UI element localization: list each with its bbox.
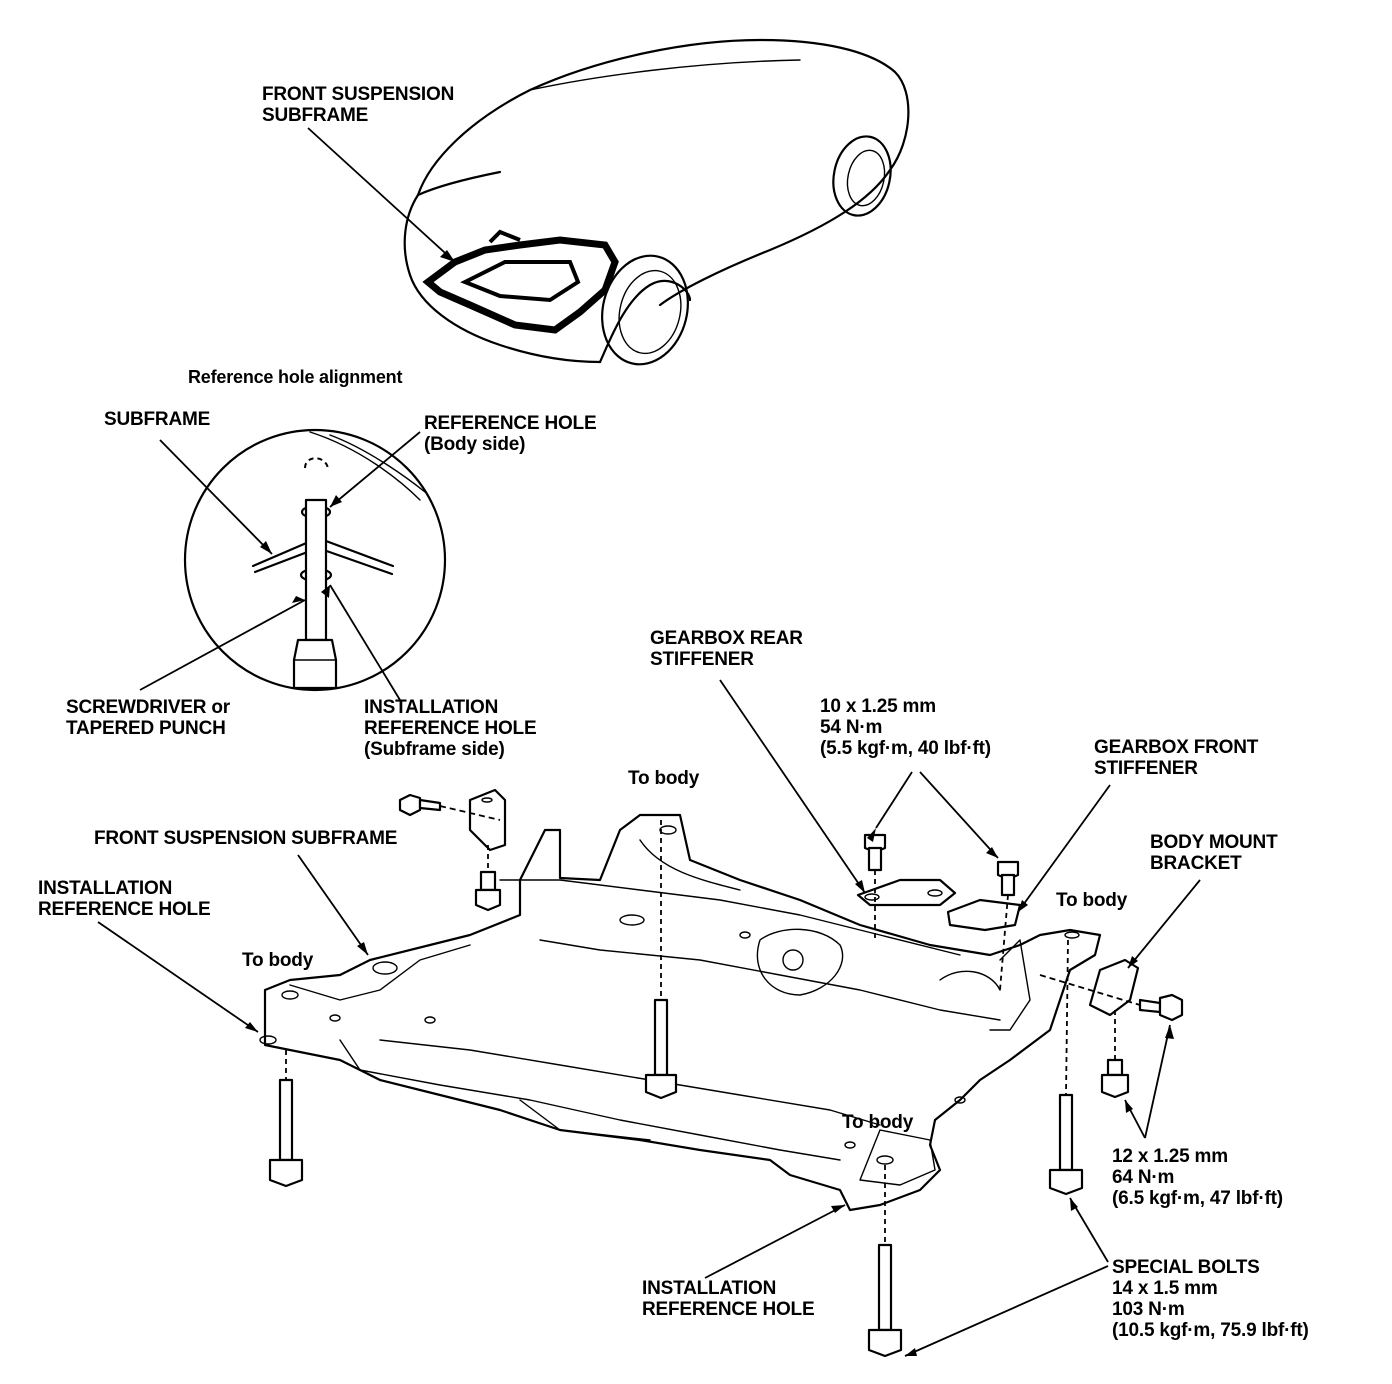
label-subframe: SUBFRAME [104,409,211,430]
leader-10mm-right [919,771,999,859]
label-gearbox-front-line2: STIFFENER [1094,758,1198,779]
label-installation-inset-line3: (Subframe side) [364,739,505,760]
label-special-bolts-line2: 14 x 1.5 mm [1112,1278,1218,1299]
inset-title: Reference hole alignment [188,367,403,387]
inset-circle [183,428,447,692]
label-reference-hole-line1: REFERENCE HOLE [424,413,597,434]
label-to-body-2: To body [1056,890,1128,911]
label-to-body-1: To body [628,768,700,789]
label-special-bolts-line3: 103 N·m [1112,1299,1185,1320]
label-installation-bottom-line2: REFERENCE HOLE [642,1299,815,1320]
label-torque-12mm-line3: (6.5 kgf·m, 47 lbf·ft) [1112,1188,1283,1209]
bolt-12mm-vertical [1100,1010,1130,1099]
label-to-body-3: To body [242,950,314,971]
label-body-mount-line2: BRACKET [1150,853,1242,874]
leader-special-b [904,1265,1109,1357]
special-bolt-bottom [867,1165,903,1358]
label-installation-left-line2: REFERENCE HOLE [38,899,211,920]
leader-gearbox-front [1017,784,1111,913]
label-gearbox-rear-line1: GEARBOX REAR [650,628,803,649]
special-bolt-center [644,820,678,1100]
label-reference-hole: REFERENCE HOLE (Body side) [424,413,597,455]
label-gearbox-front-stiffener: GEARBOX FRONT STIFFENER [1094,737,1258,779]
label-car-subframe-line2: SUBFRAME [262,105,369,126]
bolt-left-horizontal [398,793,501,821]
label-screwdriver-line2: TAPERED PUNCH [66,718,226,739]
car-subframe-highlight [422,229,619,334]
label-screwdriver: SCREWDRIVER or TAPERED PUNCH [66,697,230,739]
label-installation-ref-hole-left: INSTALLATION REFERENCE HOLE [38,878,211,920]
label-gearbox-front-line1: GEARBOX FRONT [1094,737,1259,758]
leader-12mm-a [1144,1024,1171,1139]
label-special-bolts: SPECIAL BOLTS 14 x 1.5 mm 103 N·m (10.5 … [1112,1257,1309,1341]
label-to-body-4: To body [842,1112,914,1133]
arrowheads [245,250,1174,1356]
label-torque-12mm-line2: 64 N·m [1112,1167,1175,1188]
label-torque-12mm: 12 x 1.25 mm 64 N·m (6.5 kgf·m, 47 lbf·f… [1112,1146,1283,1209]
leader-gearbox-rear [719,679,866,894]
car-body-outline [403,38,910,364]
front-suspension-subframe [259,813,1102,1212]
label-torque-10mm-line2: 54 N·m [820,717,883,738]
bolt-12mm-horizontal [1039,974,1184,1022]
gearbox-rear-stiffener [856,878,957,907]
label-front-suspension-subframe: FRONT SUSPENSION SUBFRAME [94,828,398,849]
body-mount-bracket-left [468,788,507,852]
leader-body-mount [1127,879,1201,969]
label-screwdriver-line1: SCREWDRIVER or [66,697,230,718]
car-front-wheel [601,254,689,366]
label-installation-ref-hole-bottom: INSTALLATION REFERENCE HOLE [642,1278,815,1320]
bolt-left-vertical [474,845,502,912]
special-bolt-right [1048,939,1084,1196]
label-torque-12mm-line1: 12 x 1.25 mm [1112,1146,1228,1167]
label-car-subframe-line1: FRONT SUSPENSION [262,84,455,105]
leader-special-a [1069,1197,1109,1263]
body-mount-bracket-right [1088,958,1140,1017]
label-body-mount-bracket: BODY MOUNT BRACKET [1150,832,1278,874]
leader-subframe [159,439,273,555]
label-torque-10mm-line3: (5.5 kgf·m, 40 lbf·ft) [820,738,991,759]
leader-front-susp-subframe [297,854,369,956]
label-reference-hole-line2: (Body side) [424,434,526,455]
label-special-bolts-line4: (10.5 kgf·m, 75.9 lbf·ft) [1112,1320,1309,1341]
leader-reference-hole [329,431,421,508]
leader-installation-inset [329,584,401,701]
label-installation-left-line1: INSTALLATION [38,878,173,899]
gearbox-front-stiffener [946,898,1022,932]
label-installation-ref-hole-inset: INSTALLATION REFERENCE HOLE (Subframe si… [364,697,537,760]
leader-10mm-left [875,771,913,829]
label-installation-inset-line1: INSTALLATION [364,697,499,718]
leader-car-subframe [307,127,456,263]
label-installation-bottom-line1: INSTALLATION [642,1278,777,1299]
label-car-subframe: FRONT SUSPENSION SUBFRAME [262,84,454,126]
leader-installation-left [97,921,259,1033]
label-torque-10mm-line1: 10 x 1.25 mm [820,696,936,717]
car-rear-wheel [832,135,892,217]
label-body-mount-line1: BODY MOUNT [1150,832,1278,853]
label-installation-inset-line2: REFERENCE HOLE [364,718,537,739]
bolt-10mm-right [996,860,1020,991]
leader-screwdriver [139,599,306,691]
label-torque-10mm: 10 x 1.25 mm 54 N·m (5.5 kgf·m, 40 lbf·f… [820,696,991,759]
label-gearbox-rear-stiffener: GEARBOX REAR STIFFENER [650,628,803,670]
leader-installation-bottom [704,1204,846,1279]
label-special-bolts-line1: SPECIAL BOLTS [1112,1257,1260,1278]
label-gearbox-rear-line2: STIFFENER [650,649,754,670]
special-bolt-left [268,1050,304,1188]
